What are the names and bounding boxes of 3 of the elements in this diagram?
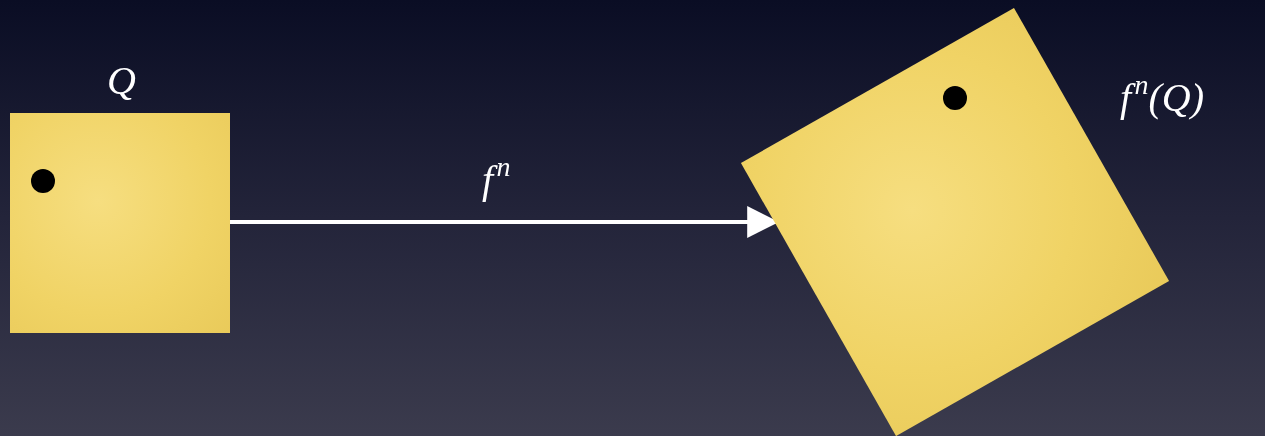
set-label: Q bbox=[107, 61, 136, 101]
set-label: f$^{n}$(Q) bbox=[1120, 78, 1204, 118]
edge-label: f$^{n}$ bbox=[482, 160, 511, 200]
